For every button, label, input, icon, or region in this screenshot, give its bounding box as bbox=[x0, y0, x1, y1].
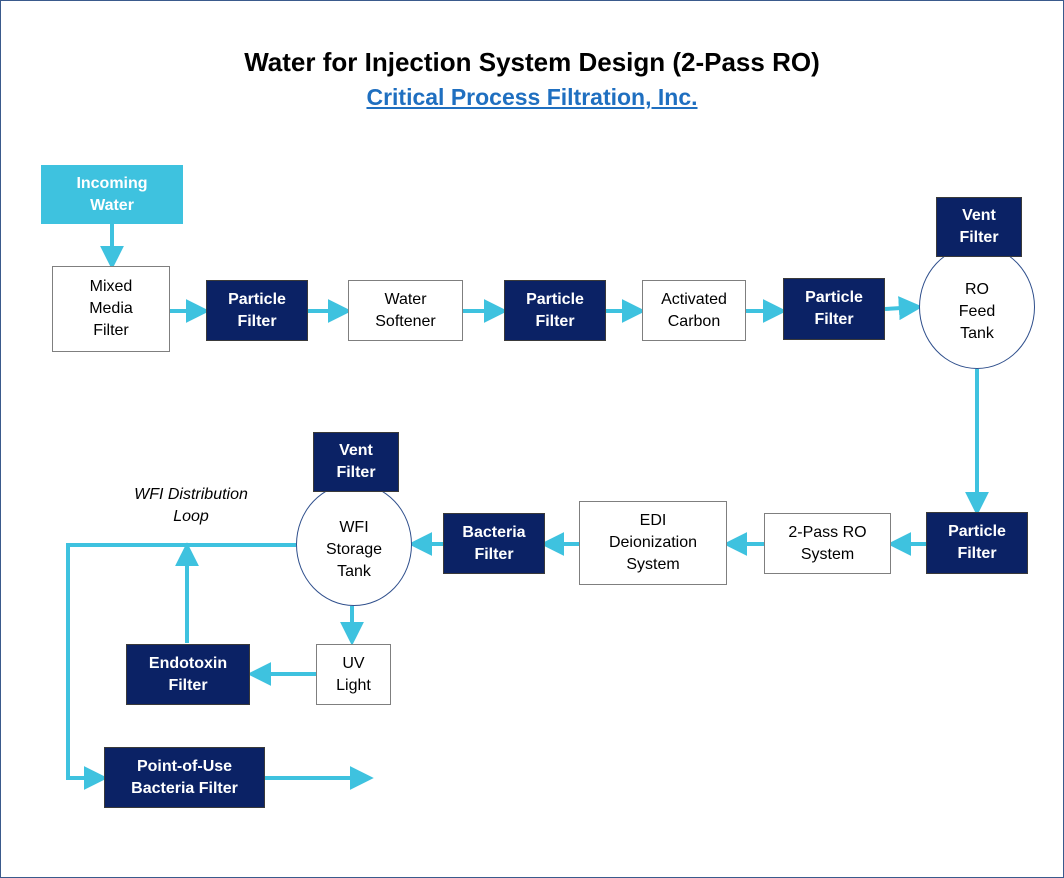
particle-filter-4-box: Particle Filter bbox=[926, 512, 1028, 574]
wfi-storage-tank: WFI Storage Tank bbox=[296, 483, 412, 606]
vent-filter-ro-box: Vent Filter bbox=[936, 197, 1022, 257]
two-pass-ro-box: 2-Pass RO System bbox=[764, 513, 891, 574]
edi-deionization-box: EDI Deionization System bbox=[579, 501, 727, 585]
particle-filter-2-box: Particle Filter bbox=[504, 280, 606, 341]
arrow-particle-3-to-ro-feed-tank bbox=[884, 296, 923, 321]
particle-filter-1-box: Particle Filter bbox=[206, 280, 308, 341]
endotoxin-filter-box: Endotoxin Filter bbox=[126, 644, 250, 705]
vent-filter-wfi-box: Vent Filter bbox=[313, 432, 399, 492]
water-softener-box: Water Softener bbox=[348, 280, 463, 341]
page-title: Water for Injection System Design (2-Pas… bbox=[244, 47, 820, 77]
particle-filter-3-box: Particle Filter bbox=[783, 278, 885, 340]
mixed-media-filter-box: Mixed Media Filter bbox=[52, 266, 170, 352]
arrow-loop-to-point-of-use bbox=[66, 543, 296, 790]
wfi-distribution-loop-label: WFI Distribution Loop bbox=[134, 486, 248, 525]
company-link[interactable]: Critical Process Filtration, Inc. bbox=[366, 84, 698, 110]
point-of-use-bacteria-filter-box: Point-of-Use Bacteria Filter bbox=[104, 747, 265, 808]
uv-light-box: UV Light bbox=[316, 644, 391, 705]
ro-feed-tank: RO Feed Tank bbox=[919, 245, 1035, 369]
activated-carbon-box: Activated Carbon bbox=[642, 280, 746, 341]
incoming-water-box: Incoming Water bbox=[41, 165, 183, 224]
bacteria-filter-box: Bacteria Filter bbox=[443, 513, 545, 574]
